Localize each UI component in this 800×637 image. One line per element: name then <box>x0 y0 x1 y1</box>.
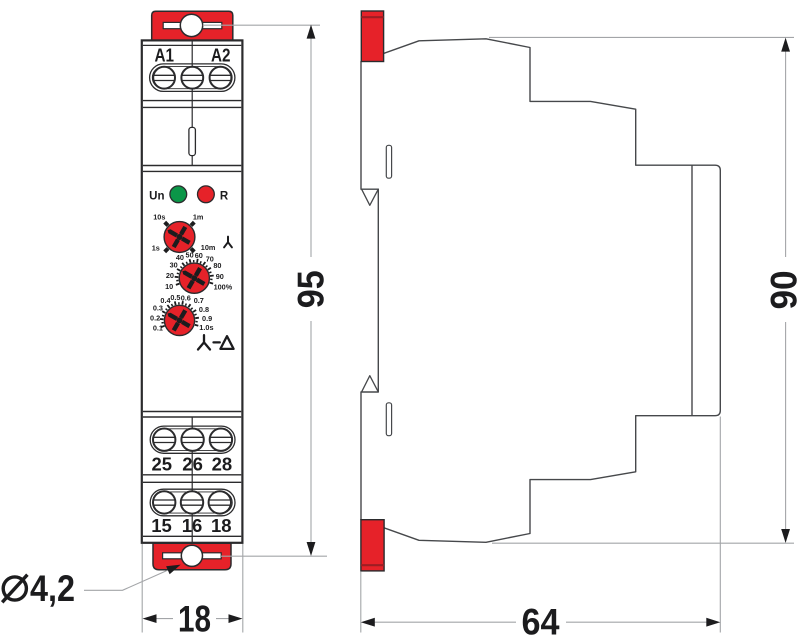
svg-text:0.8: 0.8 <box>199 305 209 314</box>
svg-text:64: 64 <box>522 602 560 637</box>
svg-text:0.6: 0.6 <box>181 293 191 302</box>
svg-text:18: 18 <box>178 598 211 637</box>
svg-text:15: 15 <box>151 515 172 536</box>
svg-text:25: 25 <box>152 453 173 474</box>
svg-text:28: 28 <box>212 453 233 474</box>
svg-text:0.9: 0.9 <box>202 314 212 323</box>
svg-text:1m: 1m <box>193 213 204 222</box>
svg-text:40: 40 <box>176 253 184 262</box>
svg-text:30: 30 <box>170 261 178 270</box>
svg-text:16: 16 <box>182 515 203 536</box>
svg-text:10: 10 <box>165 282 173 291</box>
svg-text:0.2: 0.2 <box>150 313 160 322</box>
svg-text:95: 95 <box>291 270 332 308</box>
svg-text:0.3: 0.3 <box>153 304 163 313</box>
svg-text:50: 50 <box>186 251 194 260</box>
svg-text:20: 20 <box>166 271 174 280</box>
svg-text:A1: A1 <box>155 44 175 65</box>
svg-text:0.4: 0.4 <box>160 296 171 305</box>
svg-text:1s: 1s <box>152 243 160 252</box>
svg-text:60: 60 <box>195 251 203 260</box>
svg-text:26: 26 <box>182 453 203 474</box>
svg-text:4,2: 4,2 <box>30 568 75 609</box>
svg-text:10s: 10s <box>153 213 165 222</box>
svg-text:0.7: 0.7 <box>194 296 204 305</box>
svg-text:R: R <box>220 191 229 203</box>
svg-text:0.1: 0.1 <box>153 324 163 333</box>
svg-text:90: 90 <box>216 272 224 281</box>
svg-text:18: 18 <box>211 515 232 536</box>
svg-text:A2: A2 <box>211 44 231 65</box>
svg-text:1.0s: 1.0s <box>199 323 213 332</box>
svg-text:70: 70 <box>206 255 214 264</box>
svg-text:0.5: 0.5 <box>170 293 180 302</box>
svg-text:10m: 10m <box>201 243 216 252</box>
svg-text:Un: Un <box>149 191 164 203</box>
svg-text:90: 90 <box>764 271 800 310</box>
svg-text:100%: 100% <box>214 283 233 292</box>
svg-text:80: 80 <box>213 261 221 270</box>
